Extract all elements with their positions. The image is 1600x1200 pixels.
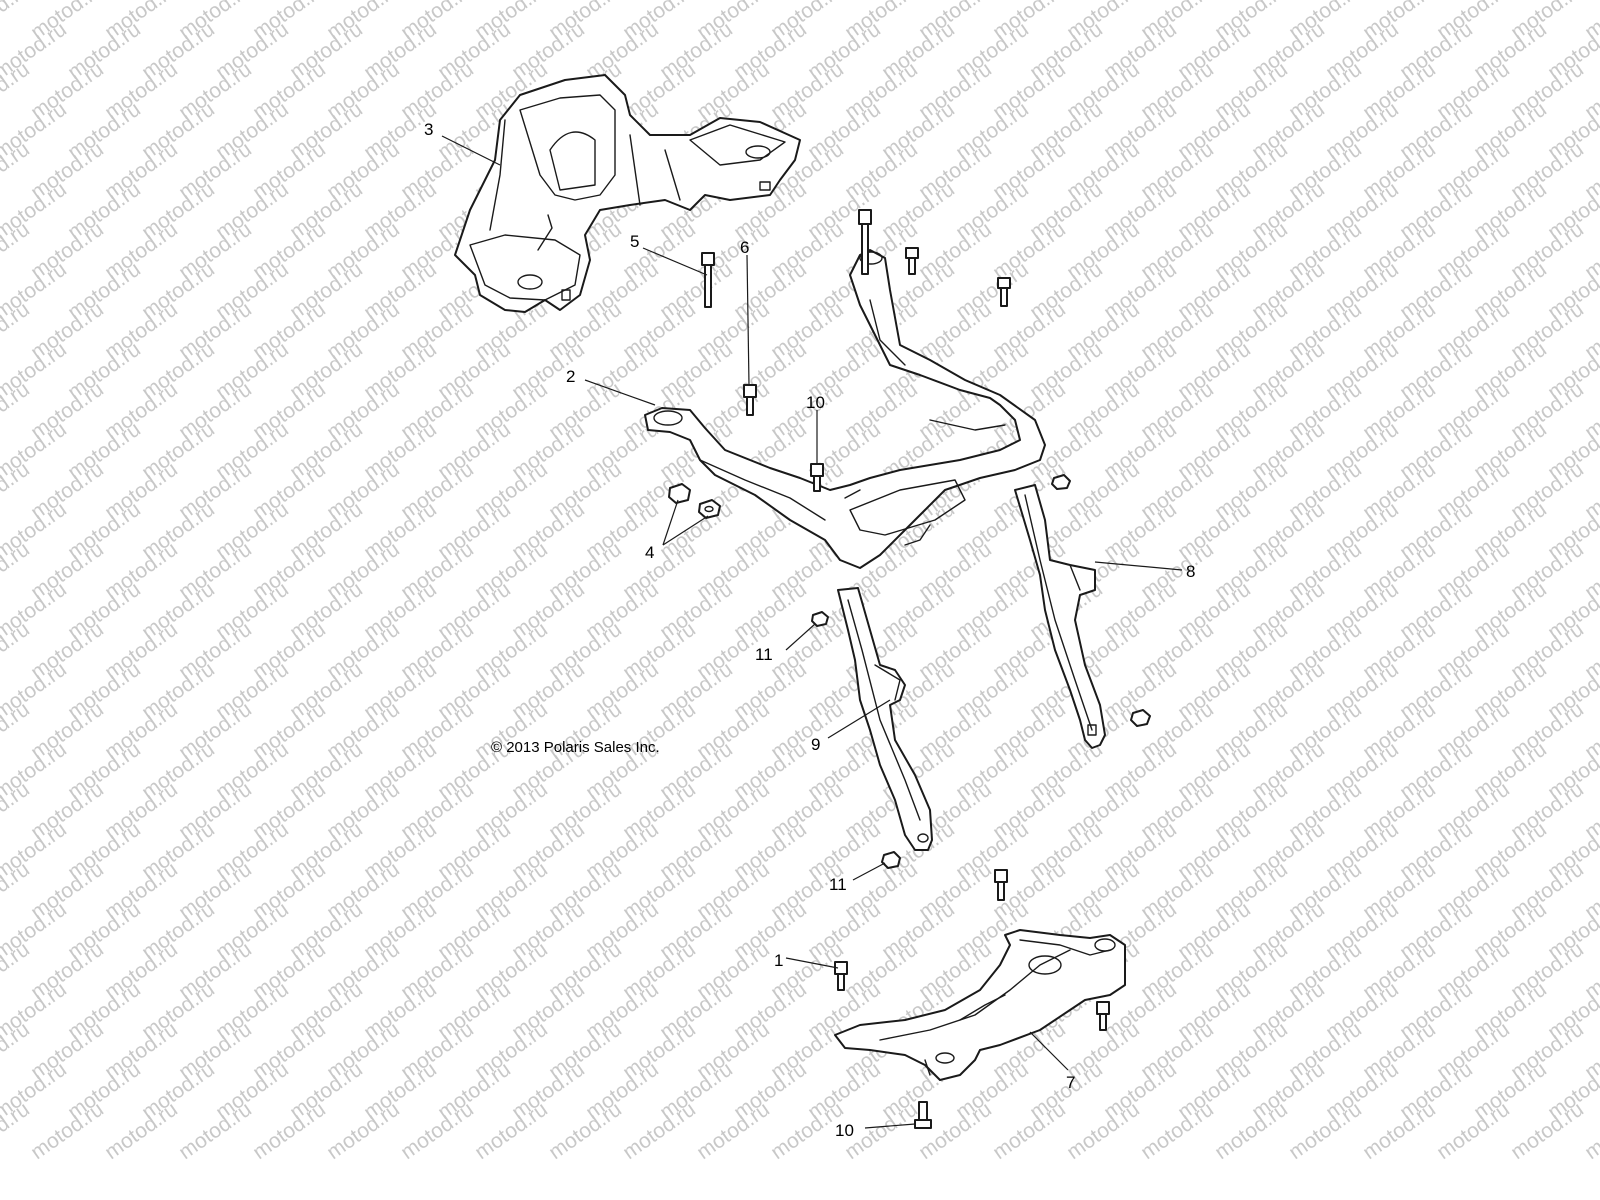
callout-1: 1	[774, 951, 783, 970]
callout-10-upper: 10	[806, 393, 825, 412]
watermark-text: motod.ru	[0, 58, 34, 124]
fasteners	[668, 209, 1151, 1129]
part-2-front-frame	[644, 249, 1046, 569]
callout-10-lower: 10	[835, 1121, 854, 1140]
callout-11-lower: 11	[829, 875, 847, 894]
bolt-10-upper	[810, 463, 824, 492]
watermark-text: motod.ru	[0, 458, 34, 524]
callout-7: 7	[1066, 1073, 1075, 1092]
nut-11-lower	[881, 851, 901, 869]
bolt-right-frame	[997, 277, 1011, 307]
callout-2: 2	[566, 367, 575, 386]
watermark-text: motod.ru	[0, 778, 34, 844]
watermark-text: motod.ru	[0, 538, 34, 604]
watermark-text: motod.ru	[0, 858, 34, 924]
bolt-5	[701, 252, 715, 308]
callout-9: 9	[811, 735, 820, 754]
bolt-6	[743, 384, 757, 416]
watermark-text: motod.ru	[0, 218, 34, 284]
callout-8: 8	[1186, 562, 1195, 581]
watermark-text: motod.ru	[0, 138, 34, 204]
callout-3: 3	[424, 120, 433, 139]
watermark-text: motod.ru	[0, 1018, 34, 1084]
nut-right-frame	[1051, 474, 1071, 490]
nut-4a	[668, 483, 691, 504]
callout-11-upper: 11	[755, 645, 773, 664]
watermark-text: motod.ru	[0, 1098, 34, 1164]
callout-5: 5	[630, 232, 639, 251]
watermark-text: motod.ru	[0, 298, 34, 364]
watermark-text: motod.ru	[1581, 1098, 1600, 1164]
part-7-lower-crossmember	[834, 929, 1126, 1081]
part-8-right-upright	[1014, 484, 1106, 749]
part-3-upper-bracket	[454, 74, 801, 313]
watermark-text: motod.ru	[0, 698, 34, 764]
bolt-long-top	[858, 209, 872, 275]
nut-11-upper	[811, 611, 829, 627]
bolt-top-right	[905, 247, 919, 275]
watermark-text: motod.ru	[0, 618, 34, 684]
copyright-notice: © 2013 Polaris Sales Inc.	[491, 739, 660, 756]
bolt-lower-right	[1096, 1001, 1110, 1031]
callout-6: 6	[740, 238, 749, 257]
watermark-text: motod.ru	[0, 938, 34, 1004]
leader-lines	[441, 135, 1183, 1129]
nut-4b	[698, 499, 721, 519]
nut-right-lower	[1130, 709, 1151, 727]
watermark-text: motod.ru	[0, 378, 34, 444]
bolt-lower-center	[994, 869, 1008, 901]
callouts: 3 5 6 2 10 4 8 11 9 11 1 7 10	[424, 120, 1195, 1140]
callout-4: 4	[645, 543, 654, 562]
watermark-layer: motod.ru motod.ru motod.ru motod.ru motod.ru…	[0, 0, 1600, 1164]
